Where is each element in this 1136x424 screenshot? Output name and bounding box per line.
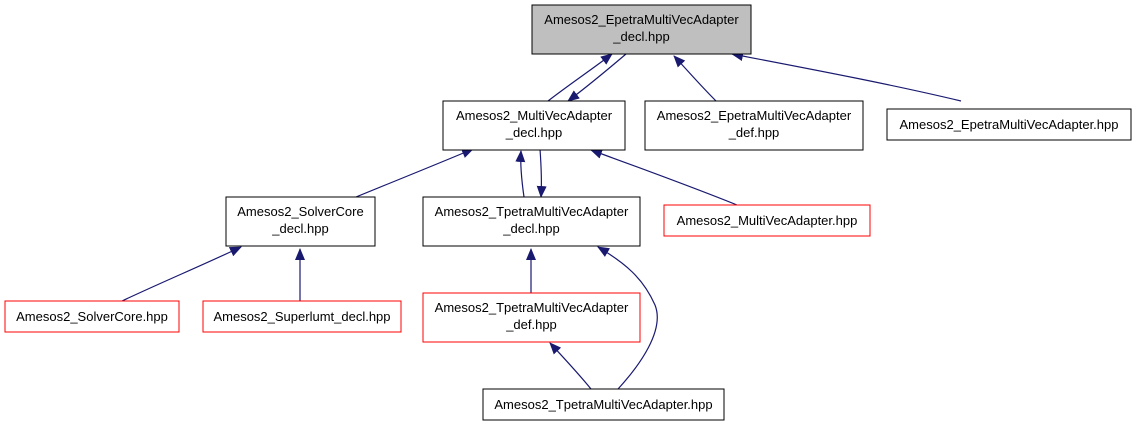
node-tpetra-multivec-adapter-decl[interactable]: Amesos2_TpetraMultiVecAdapter _decl.hpp [422,196,641,247]
node-label-line: _def.hpp [505,317,557,332]
node-tpetra-multivec-adapter-hpp[interactable]: Amesos2_TpetraMultiVecAdapter.hpp [482,388,725,421]
edge [590,149,738,206]
node-tpetra-multivec-adapter-def[interactable]: Amesos2_TpetraMultiVecAdapter _def.hpp [422,292,641,343]
edge [355,148,474,198]
edge [515,150,526,198]
node-label-line: Amesos2_EpetraMultiVecAdapter [657,108,852,123]
node-label-line: _decl.hpp [505,125,562,140]
node-label-line: Amesos2_TpetraMultiVecAdapter [435,204,629,219]
node-label-line: Amesos2_MultiVecAdapter [456,108,613,123]
node-solvercore-hpp[interactable]: Amesos2_SolverCore.hpp [4,300,180,333]
edge [121,246,242,302]
edges-layer [121,51,962,390]
edge [536,148,547,198]
node-epetra-multivec-adapter-decl[interactable]: Amesos2_EpetraMultiVecAdapter _decl.hpp [531,4,752,55]
edge [597,246,658,390]
node-label-line: _decl.hpp [502,221,559,236]
node-multivec-adapter-decl[interactable]: Amesos2_MultiVecAdapter _decl.hpp [442,100,626,151]
edge [567,53,627,102]
node-multivec-adapter-hpp[interactable]: Amesos2_MultiVecAdapter.hpp [663,204,871,237]
edge [673,55,717,102]
nodes-layer: Amesos2_EpetraMultiVecAdapter _decl.hpp … [4,4,1132,421]
edge [547,53,613,102]
edge [549,342,592,390]
node-label-line: Amesos2_Superlumt_decl.hpp [213,309,390,324]
node-label-line: Amesos2_SolverCore.hpp [16,309,168,324]
node-label-line: Amesos2_EpetraMultiVecAdapter [544,12,739,27]
node-label-line: Amesos2_TpetraMultiVecAdapter [435,300,629,315]
edge [731,51,962,102]
node-solvercore-decl[interactable]: Amesos2_SolverCore _decl.hpp [225,196,376,247]
node-epetra-multivec-adapter-hpp[interactable]: Amesos2_EpetraMultiVecAdapter.hpp [886,108,1132,141]
node-label-line: _decl.hpp [271,221,328,236]
node-label-line: _def.hpp [728,125,780,140]
node-epetra-multivec-adapter-def[interactable]: Amesos2_EpetraMultiVecAdapter _def.hpp [644,100,864,151]
node-superlumt-decl-hpp[interactable]: Amesos2_Superlumt_decl.hpp [202,300,402,333]
node-label-line: Amesos2_EpetraMultiVecAdapter.hpp [900,117,1119,132]
node-label-line: Amesos2_SolverCore [237,204,363,219]
node-label-line: Amesos2_MultiVecAdapter.hpp [677,213,858,228]
node-label-line: Amesos2_TpetraMultiVecAdapter.hpp [494,397,712,412]
node-label-line: _decl.hpp [612,29,669,44]
